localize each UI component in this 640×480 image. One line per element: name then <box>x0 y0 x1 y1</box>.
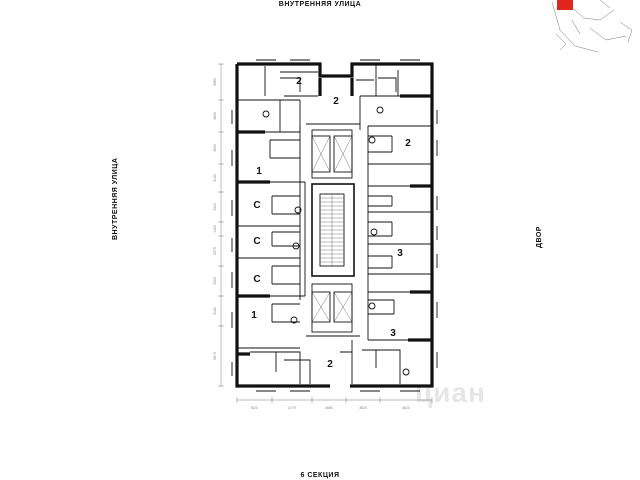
apartment-rooms-label: 1 <box>256 166 262 177</box>
apartment-rooms-label: 3 <box>390 328 396 339</box>
dimension-label: 7620 <box>250 406 258 410</box>
dimension-label: 3800 <box>213 112 217 120</box>
locator-map <box>546 0 640 53</box>
dimension-label: 3620 <box>359 406 367 410</box>
apartment-rooms-label: 2 <box>296 76 302 87</box>
watermark-text: циан <box>415 377 486 408</box>
dimension-label: 3420 <box>213 203 217 211</box>
apartment-rooms-label: 1 <box>251 310 257 321</box>
dimension-label: 3180 <box>213 174 217 182</box>
dimension-label: 5880 <box>213 78 217 86</box>
apartment-rooms-label: С <box>253 200 260 211</box>
partitions <box>231 59 438 392</box>
dimension-label: 3600 <box>213 144 217 152</box>
apartment-rooms-label: 2 <box>327 359 333 370</box>
dimension-label: 5870 <box>213 352 217 360</box>
apartment-labels: 2 2 2 1 С С С 1 3 3 2 <box>251 76 411 370</box>
dimension-lines: 5880 3800 3600 3180 3420 1400 3370 3300 3180 5870… <box>213 63 433 410</box>
dimension-label: 3680 <box>325 406 333 410</box>
apartment-rooms-label: С <box>253 274 260 285</box>
dimension-label: 3370 <box>213 247 217 255</box>
outer-walls <box>235 62 434 388</box>
dimension-label: 3180 <box>213 307 217 315</box>
dimension-label: 3300 <box>213 277 217 285</box>
apartment-rooms-label: 2 <box>405 138 411 149</box>
dimension-label: 4820 <box>402 406 410 410</box>
section-label: 6 СЕКЦИЯ <box>300 472 340 479</box>
apartment-rooms-label: 3 <box>397 248 403 259</box>
top-street-label: ВНУТРЕННЯЯ УЛИЦА <box>278 1 362 8</box>
dimension-label: 4770 <box>288 406 296 410</box>
apartment-rooms-label: 2 <box>333 96 339 107</box>
apartment-rooms-label: С <box>253 236 260 247</box>
dimension-label: 1400 <box>213 225 217 233</box>
current-section-marker <box>557 0 573 10</box>
